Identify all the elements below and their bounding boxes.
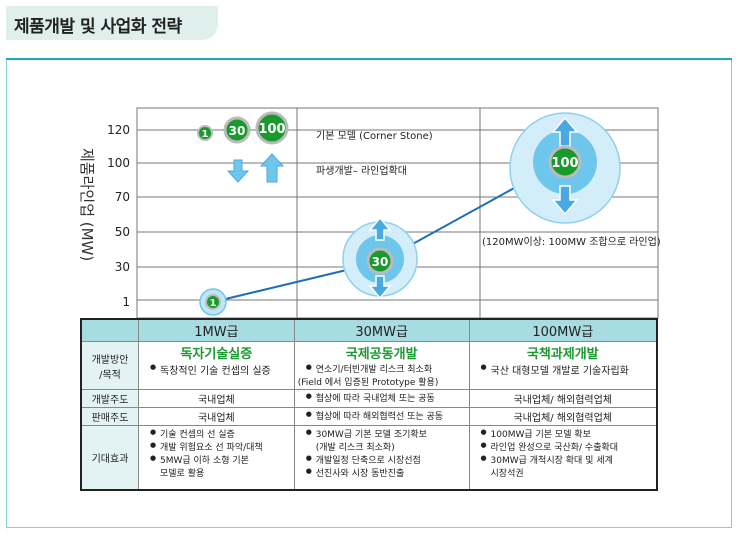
cell-dev-30mw: 협상에 따라 국내업체 또는 공동 bbox=[293, 389, 470, 408]
cell-item: 국산 대형모델 개발로 기술자립화 bbox=[480, 362, 653, 377]
page-title: 제품개발 및 사업화 전략 bbox=[14, 17, 182, 37]
badge-100-label: 100 bbox=[551, 156, 578, 171]
y-tick: 30 bbox=[115, 260, 130, 274]
arrow-down-icon bbox=[551, 185, 579, 216]
cell-item: (개발 리스크 최소화) bbox=[315, 443, 395, 453]
annotation-base-model: 기본 모델 (Corner Stone) bbox=[316, 130, 433, 142]
cell-sales-100mw: 국내업체/ 해외협력업체 bbox=[468, 407, 658, 426]
badge-100 bbox=[548, 145, 582, 179]
cell-effect-100mw: 100MW급 기본 모델 확보 라인업 완성으로 국산화/ 수출확대 30MW급… bbox=[468, 425, 658, 490]
cell-item: 라인업 완성으로 국산화/ 수출확대 bbox=[480, 440, 653, 453]
arrow-up-icon bbox=[259, 153, 285, 183]
cell-item: 개발 위험요소 선 파악/대책 bbox=[150, 440, 291, 453]
table-row: 기대효과 기술 컨셉의 선 실증 개발 위험요소 선 파악/대책 5MW급 이하… bbox=[80, 425, 658, 490]
row-head-dev: 개발주도 bbox=[80, 389, 139, 408]
row-head-effect: 기대효과 bbox=[80, 425, 139, 490]
badge-1 bbox=[205, 294, 221, 310]
cell-heading: 국책과제개발 bbox=[526, 347, 599, 362]
cell-sales-30mw: 협상에 따라 해외협력선 또는 공동 bbox=[293, 407, 470, 426]
cell-effect-30mw: 30MW급 기본 모델 조기확보 (개발 리스크 최소화) 개발일정 단축으로 … bbox=[293, 425, 470, 490]
header-100mw: 100MW급 bbox=[468, 318, 658, 342]
frame-top-border bbox=[6, 58, 732, 60]
legend-badge-100-label: 100 bbox=[258, 122, 285, 137]
cell-item: 시장석권 bbox=[490, 469, 524, 479]
y-tick: 70 bbox=[115, 190, 130, 204]
cell-item: 5MW급 이하 소형 기본 bbox=[150, 453, 291, 466]
cell-item: 협상에 따라 국내업체 또는 공동 bbox=[306, 391, 466, 404]
legend-badge-1-label: 1 bbox=[202, 129, 209, 140]
cell-item: 30MW급 개척시장 확대 및 세계 bbox=[480, 453, 653, 466]
y-tick: 1 bbox=[122, 295, 130, 309]
cell-dev-1mw: 국내업체 bbox=[138, 389, 295, 408]
cell-plan-1mw: 독자기술실증 독창적인 기술 컨셉의 실증 bbox=[138, 341, 295, 390]
arrow-up-icon bbox=[368, 216, 392, 241]
header-30mw: 30MW급 bbox=[293, 318, 470, 342]
row-head-plan: 개발방안 /목적 bbox=[80, 341, 139, 390]
legend-badge-30-label: 30 bbox=[229, 124, 246, 138]
badge-1-label: 1 bbox=[210, 298, 217, 309]
cell-item: 100MW급 기본 모델 확보 bbox=[480, 427, 653, 440]
cell-dev-100mw: 국내업체/ 해외협력업체 bbox=[468, 389, 658, 408]
cell-item: 연소기/터빈개발 리스크 최소화 bbox=[306, 362, 466, 375]
legend-badge-30 bbox=[223, 116, 251, 144]
y-tick: 120 bbox=[107, 123, 130, 137]
cell-plan-100mw: 국책과제개발 국산 대형모델 개발로 기술자립화 bbox=[468, 341, 658, 390]
table-header-row: 1MW급 30MW급 100MW급 bbox=[80, 318, 658, 342]
y-axis-label: 제품라인업 (MW) bbox=[78, 148, 96, 261]
title-bar bbox=[6, 6, 218, 40]
cell-item: 협상에 따라 해외협력선 또는 공동 bbox=[306, 409, 466, 422]
annotation-derived: 파생개발– 라인업확대 bbox=[316, 164, 407, 177]
badge-30-label: 30 bbox=[372, 255, 389, 269]
arrow-down-icon bbox=[368, 275, 392, 300]
cell-item: 기술 컨셉의 선 실증 bbox=[150, 427, 291, 440]
cell-item: 개발일정 단축으로 시장선점 bbox=[306, 453, 466, 466]
strategy-table: 1MW급 30MW급 100MW급 개발방안 /목적 독자기술실증 독창적인 기… bbox=[80, 318, 658, 491]
legend-badge-100 bbox=[255, 111, 289, 145]
table-row: 개발주도 국내업체 협상에 따라 국내업체 또는 공동 국내업체/ 해외협력업체 bbox=[80, 389, 658, 408]
table-row: 개발방안 /목적 독자기술실증 독창적인 기술 컨셉의 실증 국제공동개발 연소… bbox=[80, 341, 658, 390]
cell-effect-1mw: 기술 컨셉의 선 실증 개발 위험요소 선 파악/대책 5MW급 이하 소형 기… bbox=[138, 425, 295, 490]
cell-item: 30MW급 기본 모델 조기확보 bbox=[306, 427, 466, 440]
table-row: 판매주도 국내업체 협상에 따라 해외협력선 또는 공동 국내업체/ 해외협력업… bbox=[80, 407, 658, 426]
legend-badge-1 bbox=[197, 125, 213, 141]
cell-item: (Field 에서 입증된 Prototype 활용) bbox=[297, 378, 439, 388]
y-tick: 100 bbox=[107, 156, 130, 170]
arrow-down-icon bbox=[226, 159, 250, 183]
annotation-combo: (120MW이상: 100MW 조합으로 라인업) bbox=[482, 235, 661, 248]
cell-plan-30mw: 국제공동개발 연소기/터빈개발 리스크 최소화 (Field 에서 입증된 Pr… bbox=[293, 341, 470, 390]
cell-item: 독창적인 기술 컨셉의 실증 bbox=[150, 362, 291, 377]
badge-30 bbox=[366, 247, 394, 275]
y-tick: 50 bbox=[115, 225, 130, 239]
row-head-sales: 판매주도 bbox=[80, 407, 139, 426]
cell-item: 모델로 활용 bbox=[160, 469, 205, 479]
cell-heading: 독자기술실증 bbox=[180, 347, 253, 362]
cell-sales-1mw: 국내업체 bbox=[138, 407, 295, 426]
header-1mw: 1MW급 bbox=[138, 318, 295, 342]
cell-heading: 국제공동개발 bbox=[345, 347, 418, 362]
cell-item: 선진사와 시장 동반진출 bbox=[306, 466, 466, 479]
header-corner bbox=[80, 318, 139, 342]
